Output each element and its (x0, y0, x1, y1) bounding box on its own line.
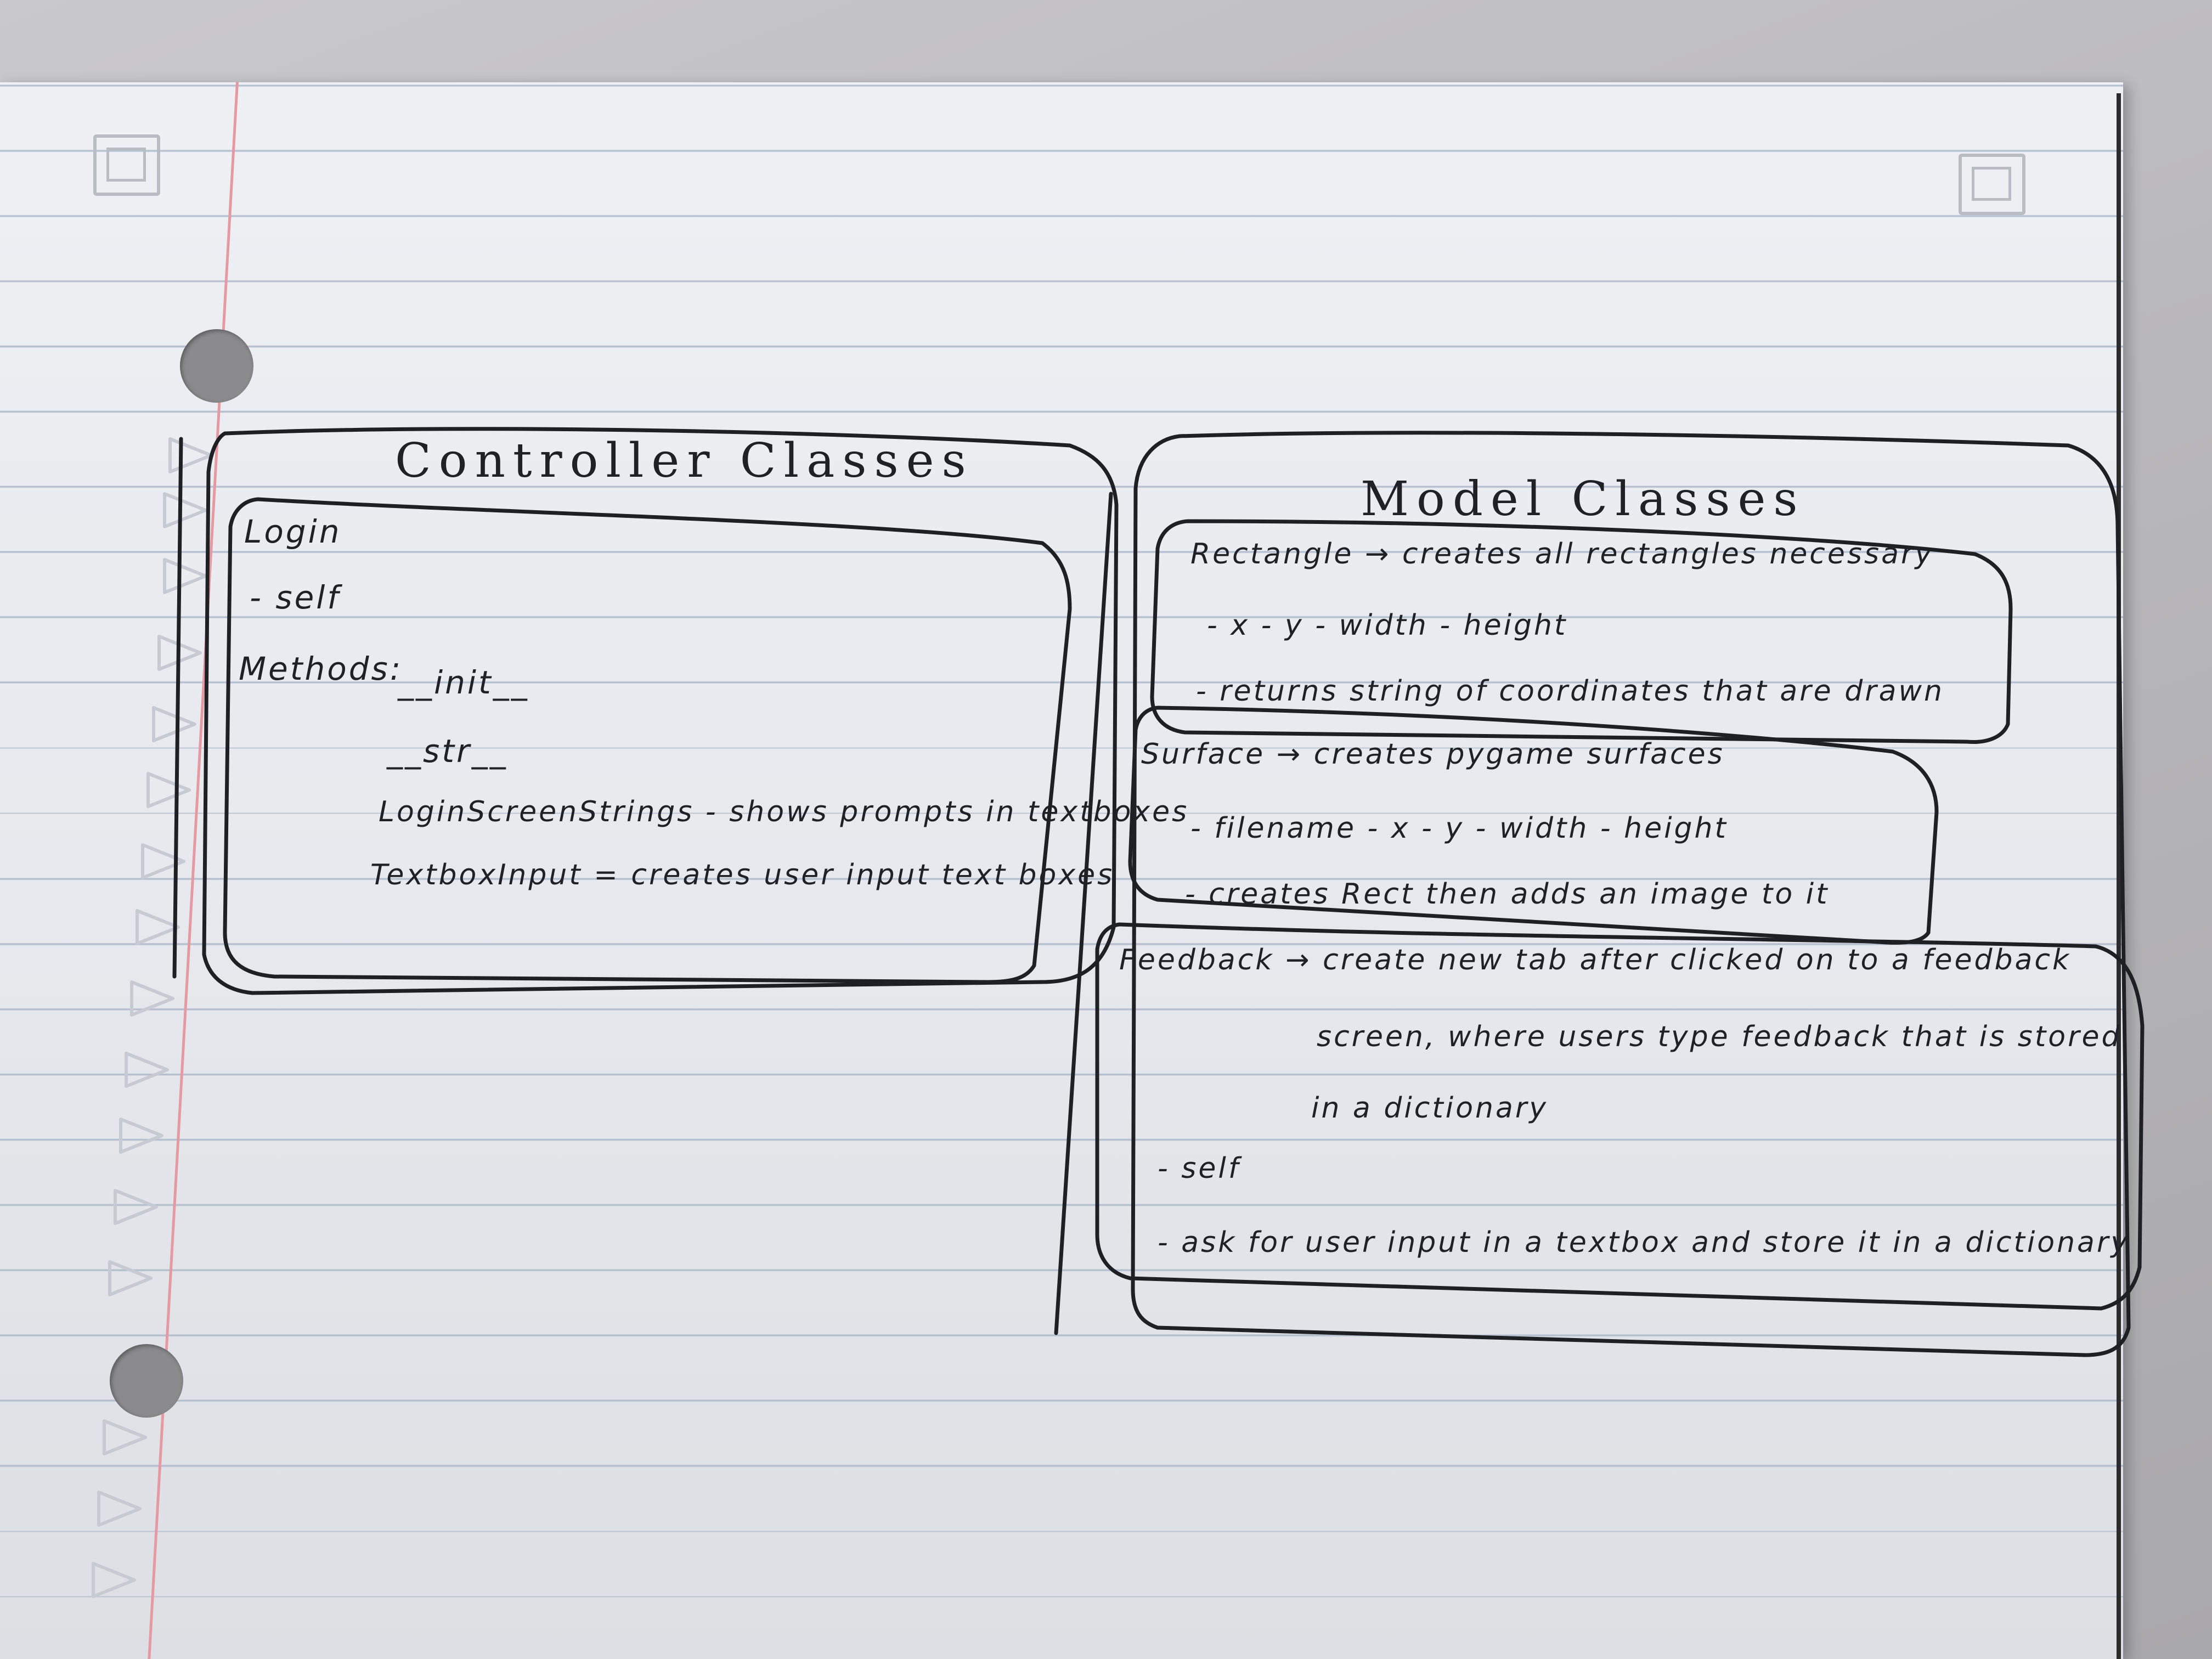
paper-edge-shadow (2117, 93, 2121, 1659)
feedback-line-3: in a dictionary (1311, 1092, 1548, 1125)
feedback-class-box (1095, 922, 2145, 1311)
surface-class-box (1128, 706, 1939, 945)
surface-header: Surface → creates pygame surfaces (1141, 738, 1725, 771)
method-init: __init__ (398, 664, 529, 701)
feedback-method: - ask for user input in a textbox and st… (1158, 1226, 2130, 1259)
login-class-name: Login (244, 513, 342, 550)
feedback-header: Feedback → create new tab after clicked … (1119, 944, 2072, 977)
punch-hole-top (180, 329, 253, 403)
method-str: __str__ (387, 732, 508, 770)
rectangle-header: Rectangle → creates all rectangles neces… (1190, 538, 1934, 571)
model-title: Model Classes (1361, 472, 1805, 527)
feedback-attribute: - self (1158, 1152, 1241, 1185)
controller-inner-box (223, 497, 1072, 984)
rectangle-class-box (1150, 519, 2013, 744)
ruled-lines (0, 82, 2123, 1659)
surface-method: - creates Rect then adds an image to it (1185, 878, 1830, 911)
notebook-paper (0, 82, 2123, 1659)
methods-label: Methods: (239, 650, 403, 687)
page-corner-mark-right (1959, 154, 2025, 215)
model-outer-box (1131, 431, 2131, 1357)
feedback-line-2: screen, where users type feedback that i… (1317, 1020, 2122, 1053)
controller-outer-box (202, 427, 1119, 995)
rectangle-attributes: - x - y - width - height (1207, 609, 1568, 642)
punch-hole-bottom (110, 1344, 183, 1418)
rectangle-method: - returns string of coordinates that are… (1196, 675, 1944, 708)
login-attribute: - self (250, 579, 341, 616)
surface-attributes: - filename - x - y - width - height (1190, 812, 1728, 845)
controller-title: Controller Classes (395, 433, 974, 488)
margin-triangles (92, 437, 213, 1598)
method-textboxinput: TextboxInput = creates user input text b… (370, 859, 1115, 891)
page-corner-mark-left (93, 134, 160, 196)
method-loginscreenstrings: LoginScreenStrings - shows prompts in te… (379, 795, 1189, 828)
